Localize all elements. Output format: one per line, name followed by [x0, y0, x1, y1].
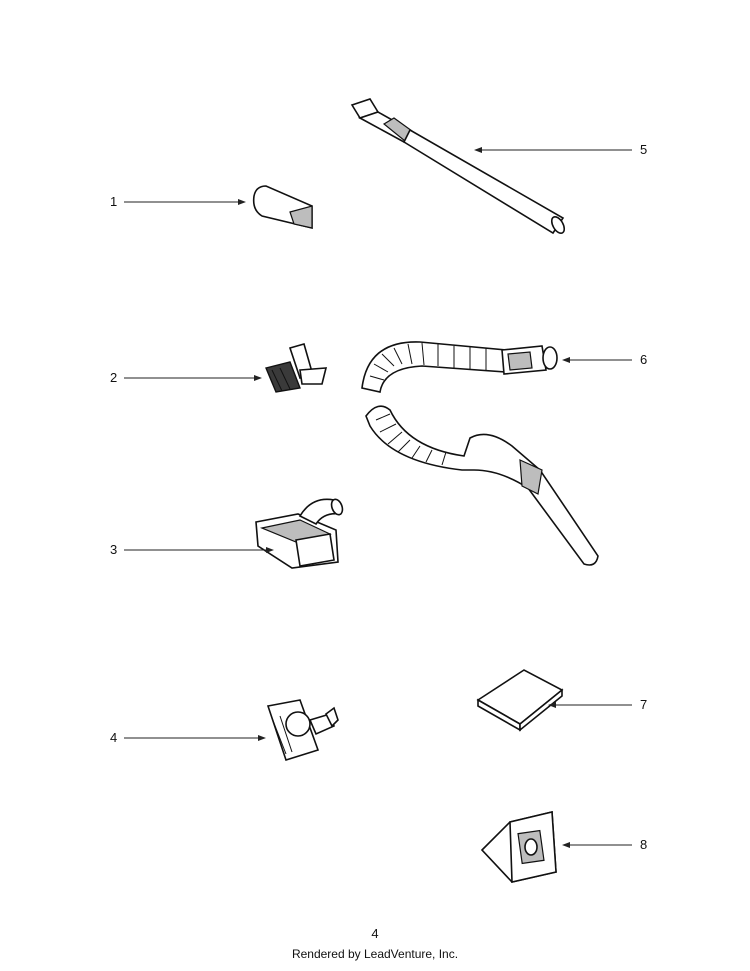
- dust-bag: [480, 811, 557, 883]
- extension-wand: [350, 98, 566, 235]
- hose-assembly: [361, 341, 599, 566]
- callout-number-6: 6: [640, 352, 647, 367]
- crevice-tool: [252, 185, 313, 230]
- dusting-brush: [265, 343, 328, 393]
- callout-number-8: 8: [640, 837, 647, 852]
- footer-credit: Rendered by LeadVenture, Inc.: [291, 947, 459, 961]
- page-number: 4: [371, 926, 379, 941]
- callout-number-5: 5: [640, 142, 647, 157]
- turbo-brush: [266, 699, 339, 761]
- floor-nozzle: [255, 498, 344, 569]
- callout-number-1: 1: [110, 194, 117, 209]
- owners-guide: OWNER'S GUIDE: [476, 669, 564, 732]
- callout-number-3: 3: [110, 542, 117, 557]
- callout-number-4: 4: [110, 730, 117, 745]
- callout-number-2: 2: [110, 370, 117, 385]
- callout-number-7: 7: [640, 697, 647, 712]
- book-title-line2: GUIDE: [511, 691, 529, 702]
